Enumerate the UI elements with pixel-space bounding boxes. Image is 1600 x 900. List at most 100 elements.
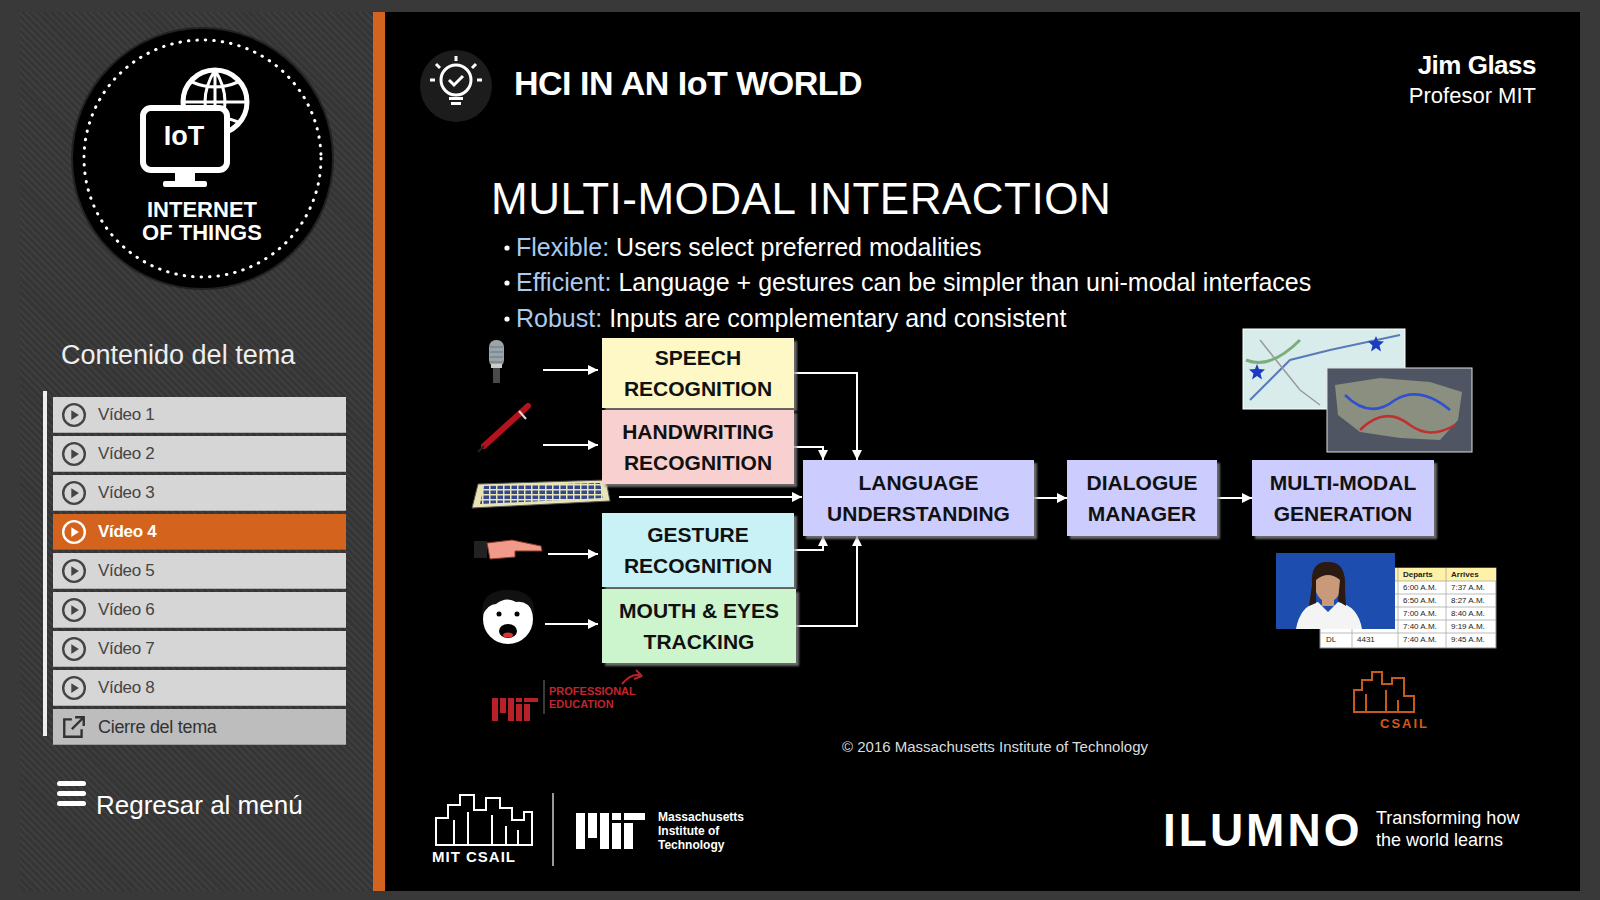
menu-icon	[57, 781, 86, 806]
box-text-wrap: MULTI-MODAL GENERATION	[1260, 467, 1426, 529]
bullet-term: Robust:	[516, 304, 602, 333]
brand-name: ILUMNO	[1163, 803, 1362, 857]
bulb-icon	[420, 50, 492, 122]
bullet-text: Users select preferred modalities	[616, 233, 981, 262]
csail-logo	[1354, 672, 1414, 712]
menu-item-label: Vídeo 7	[98, 631, 155, 667]
process-box: MOUTH & EYES TRACKING	[602, 589, 796, 663]
logo-caption: Massachusetts Institute of Technology	[658, 811, 750, 852]
play-ring	[63, 443, 85, 465]
logo-circle-shape	[70, 26, 335, 291]
process-box: SPEECH RECOGNITION	[602, 338, 794, 408]
menu-item-label: Vídeo 2	[98, 436, 155, 472]
mit-logo	[576, 813, 645, 849]
connector-arrow	[1217, 497, 1252, 499]
logo-caption: PROFESSIONAL EDUCATION	[549, 685, 641, 710]
play-ring	[63, 482, 85, 504]
process-box-label: SPEECH RECOGNITION	[610, 342, 786, 404]
bullet-row: Robust:Inputs are complementary and cons…	[516, 304, 1066, 333]
play-ring	[63, 560, 85, 582]
sidebar-heading: Contenido del tema	[61, 340, 295, 371]
monitor-base	[163, 181, 207, 187]
process-box-label: MOUTH & EYES TRACKING	[610, 595, 788, 657]
table-cell: 7:40 A.M.	[1403, 622, 1437, 632]
table-cell: Arrives	[1451, 570, 1479, 580]
connector-arrow	[794, 447, 823, 460]
play-ring	[63, 677, 85, 699]
face-icon	[482, 590, 534, 645]
section-heading: HCI IN AN IoT WORLD	[514, 64, 862, 103]
copyright-note: © 2016 Massachusetts Institute of Techno…	[795, 738, 1195, 755]
play-triangle	[71, 566, 79, 576]
box-text-wrap: DIALOGUE MANAGER	[1075, 467, 1209, 529]
logo-caption: CSAIL	[1380, 716, 1429, 731]
input-arrow	[543, 369, 598, 371]
process-box-label: MULTI-MODAL GENERATION	[1260, 467, 1426, 529]
mit-csail-logo	[436, 795, 532, 845]
play-triangle	[71, 449, 79, 459]
play-ring	[63, 599, 85, 621]
play-ring	[63, 521, 85, 543]
microphone-icon	[489, 340, 504, 383]
box-text-wrap: MOUTH & EYES TRACKING	[610, 595, 788, 657]
play-icon	[61, 597, 87, 623]
bullet-row: Flexible:Users select preferred modaliti…	[516, 233, 982, 262]
presenter-role: Profesor MIT	[1409, 83, 1536, 109]
menu-button: Vídeo 8	[53, 670, 346, 706]
play-icon	[61, 402, 87, 428]
presenter-name: Jim Glass	[1418, 50, 1536, 81]
input-arrow	[619, 496, 802, 498]
orange-divider	[373, 12, 385, 891]
menu-item-label: Cierre del tema	[98, 709, 217, 745]
connector-arrow	[794, 536, 823, 550]
bullet-text: Language + gestures can be simpler than …	[618, 268, 1311, 297]
table-cell: 8:40 A.M.	[1451, 609, 1485, 619]
connector-arrow	[1034, 497, 1067, 499]
menu-button: Vídeo 2	[53, 436, 346, 472]
table-cell: 7:40 A.M.	[1403, 635, 1437, 645]
slide-title: MULTI-MODAL INTERACTION	[491, 174, 1111, 224]
box-text-wrap: SPEECH RECOGNITION	[610, 342, 786, 404]
input-arrow	[545, 623, 598, 625]
table-cell: 8:27 A.M.	[1451, 596, 1485, 606]
play-icon	[61, 636, 87, 662]
menu-item-label: Vídeo 5	[98, 553, 155, 589]
dotted-ring	[84, 40, 321, 277]
logo-title: INTERNET OF THINGS	[137, 198, 267, 244]
bullet-text: Inputs are complementary and consistent	[609, 304, 1066, 333]
logo-divider	[552, 793, 554, 866]
play-triangle	[71, 644, 79, 654]
process-box: LANGUAGE UNDERSTANDING	[803, 460, 1034, 536]
monitor-stand	[175, 172, 195, 182]
mit-pe-logo	[492, 670, 642, 721]
play-triangle	[71, 683, 79, 693]
play-triangle	[71, 605, 79, 615]
process-box-label: GESTURE RECOGNITION	[610, 519, 786, 581]
table-cell: 9:19 A.M.	[1451, 622, 1485, 632]
table-cell: 6:50 A.M.	[1403, 596, 1437, 606]
play-triangle	[71, 488, 79, 498]
play-icon	[61, 519, 87, 545]
play-ring	[63, 404, 85, 426]
process-box-label: LANGUAGE UNDERSTANDING	[811, 467, 1026, 529]
logo-disc	[72, 28, 333, 289]
table-cell: 7:37 A.M.	[1451, 583, 1485, 593]
table-cell: Departs	[1403, 570, 1433, 580]
box-text-wrap: HANDWRITING RECOGNITION	[610, 416, 786, 478]
play-icon	[61, 675, 87, 701]
menu-item-label: Vídeo 8	[98, 670, 155, 706]
process-box-label: DIALOGUE MANAGER	[1075, 467, 1209, 529]
menu-rail	[43, 391, 47, 736]
connector-arrow	[794, 373, 857, 460]
menu-item-label: Vídeo 6	[98, 592, 155, 628]
table-cell: 9:45 A.M.	[1451, 635, 1485, 645]
input-arrow	[543, 444, 598, 446]
menu-button: Vídeo 7	[53, 631, 346, 667]
logo-caption: MIT CSAIL	[432, 848, 516, 865]
process-box: MULTI-MODAL GENERATION	[1252, 460, 1434, 536]
connector-arrow	[796, 536, 857, 626]
pen-icon	[478, 406, 528, 452]
external-link-arrow	[72, 717, 84, 729]
process-box: DIALOGUE MANAGER	[1067, 460, 1217, 536]
